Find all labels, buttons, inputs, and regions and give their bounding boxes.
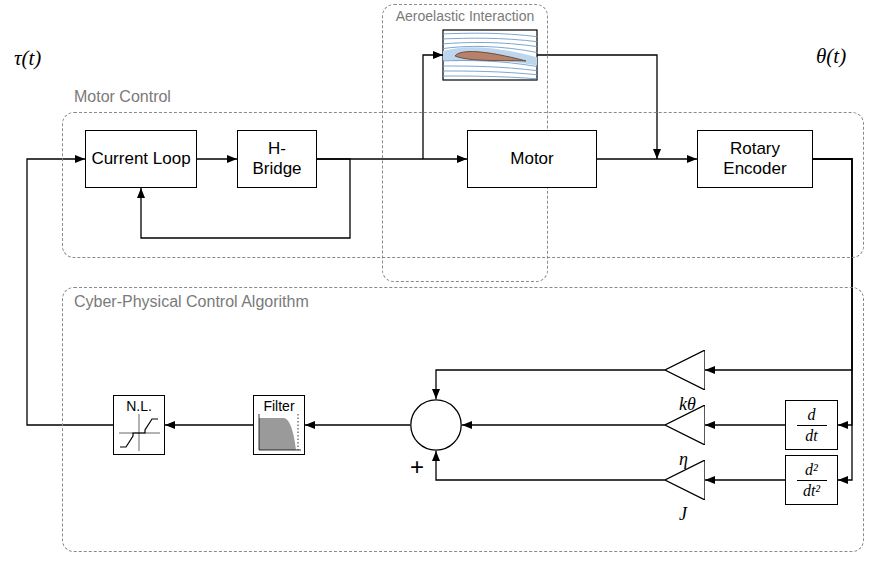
numerator: d — [808, 406, 816, 424]
connector — [705, 479, 785, 480]
region-label: Cyber-Physical Control Algorithm — [74, 293, 309, 311]
connector — [705, 424, 785, 425]
box-label: H- Bridge — [249, 139, 305, 180]
box-label: Current Loop — [91, 149, 190, 169]
derivative-box: d² dt² — [785, 455, 838, 505]
process-box: Rotary Encoder — [697, 130, 813, 188]
nonlinearity-box: N.L. — [113, 395, 165, 455]
dashed-region: Cyber-Physical Control AlgorithmkθηJddtd… — [62, 287, 864, 552]
connector — [705, 159, 852, 370]
gain-triangle: kθ — [665, 350, 705, 390]
process-box: Motor — [467, 130, 597, 188]
region-outline — [62, 287, 864, 552]
fraction-bar — [797, 425, 827, 426]
connector — [317, 158, 467, 159]
signal-label: θ(t) — [816, 44, 846, 69]
fraction-bar — [797, 480, 827, 481]
connector — [436, 451, 665, 480]
box-label: Filter — [263, 398, 294, 414]
airfoil-illustration — [440, 30, 540, 80]
connector — [597, 158, 697, 159]
numerator: d² — [805, 461, 818, 479]
triangle-shape — [665, 460, 705, 500]
circle-shape — [411, 400, 461, 450]
denominator: dt² — [803, 482, 820, 500]
connector — [462, 424, 665, 425]
process-box: H- Bridge — [237, 130, 317, 188]
dashed-region: Aeroelastic InteractionMotor — [382, 4, 548, 282]
region-label: Aeroelastic Interaction — [382, 8, 548, 24]
box-label: N.L. — [126, 398, 152, 414]
connector — [305, 424, 410, 425]
process-box: Current Loop — [85, 130, 197, 188]
connector — [197, 158, 237, 159]
connector — [165, 424, 253, 425]
connector — [813, 159, 852, 425]
circle-outline — [410, 399, 462, 451]
region-label: Motor Control — [74, 88, 171, 106]
connector — [27, 159, 113, 425]
box-label: Motor — [510, 149, 553, 169]
gain-label: J — [679, 504, 705, 525]
triangle-outline — [665, 350, 705, 390]
box-label: Rotary Encoder — [698, 139, 812, 180]
triangle-shape — [665, 350, 705, 390]
gain-label: kθ — [679, 394, 705, 415]
denominator: dt — [805, 427, 817, 445]
signal-label: τ(t) — [14, 46, 41, 71]
nonlinearity-symbol — [119, 414, 160, 451]
derivative-box: d dt — [785, 400, 838, 450]
summing-junction: + — [410, 399, 462, 451]
gain-label: η — [679, 449, 705, 470]
dashed-region: Motor ControlCurrent LoopH- BridgeRotary… — [62, 112, 864, 258]
filter-box: Filter — [253, 395, 305, 455]
filter-symbol — [259, 414, 301, 450]
triangle-shape — [665, 405, 705, 445]
connector — [436, 370, 665, 399]
sum-label: + — [410, 455, 462, 479]
